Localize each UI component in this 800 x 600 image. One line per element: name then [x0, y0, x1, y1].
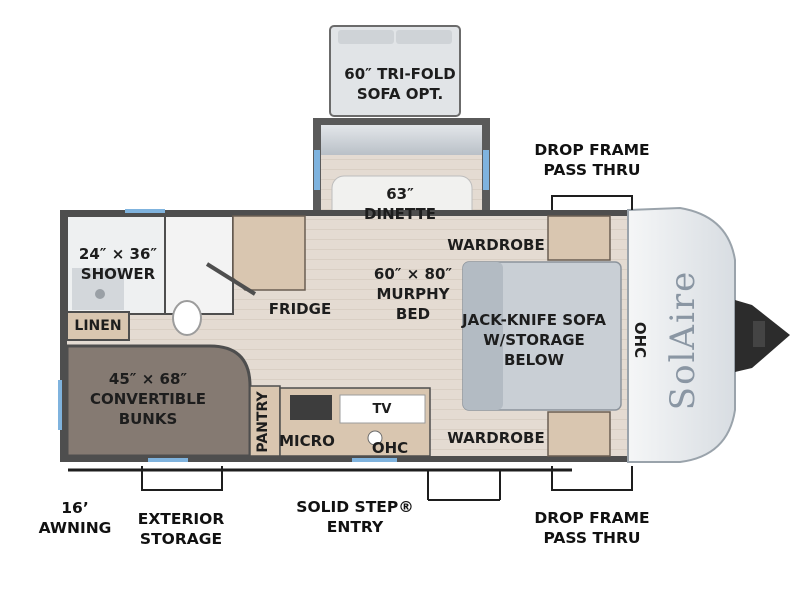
windows — [58, 209, 397, 462]
solaire-logo: SolAire — [663, 269, 703, 411]
label-shower: 24″ × 36″SHOWER — [78, 245, 158, 283]
label-wardrobe-bottom: WARDROBE — [447, 429, 545, 447]
label-linen: LINEN — [74, 318, 122, 334]
label-micro: MICRO — [279, 432, 335, 450]
drop-frame-bracket-top — [551, 195, 633, 210]
label-awning: 16’AWNING — [38, 499, 112, 537]
entry-step — [425, 468, 505, 501]
drop-frame-bracket-bottom — [551, 466, 633, 491]
label-entry: SOLID STEP®ENTRY — [296, 498, 414, 536]
exterior-storage-bracket — [141, 466, 223, 491]
fridge-area — [205, 215, 306, 296]
label-ohc-front: OHC — [631, 321, 649, 359]
wardrobes — [547, 215, 611, 457]
label-wardrobe-top: WARDROBE — [447, 236, 545, 254]
label-dinette: 63″DINETTE — [364, 185, 436, 223]
kitchen — [249, 385, 431, 457]
bathroom — [66, 215, 234, 341]
label-pantry: PANTRY — [255, 391, 271, 453]
label-fridge: FRIDGE — [268, 300, 332, 318]
label-ohc-kitchen: OHC — [371, 439, 409, 457]
label-tv: TV — [372, 402, 392, 417]
tri-fold-sofa-option — [329, 25, 461, 117]
jack-knife-sofa — [462, 261, 622, 411]
